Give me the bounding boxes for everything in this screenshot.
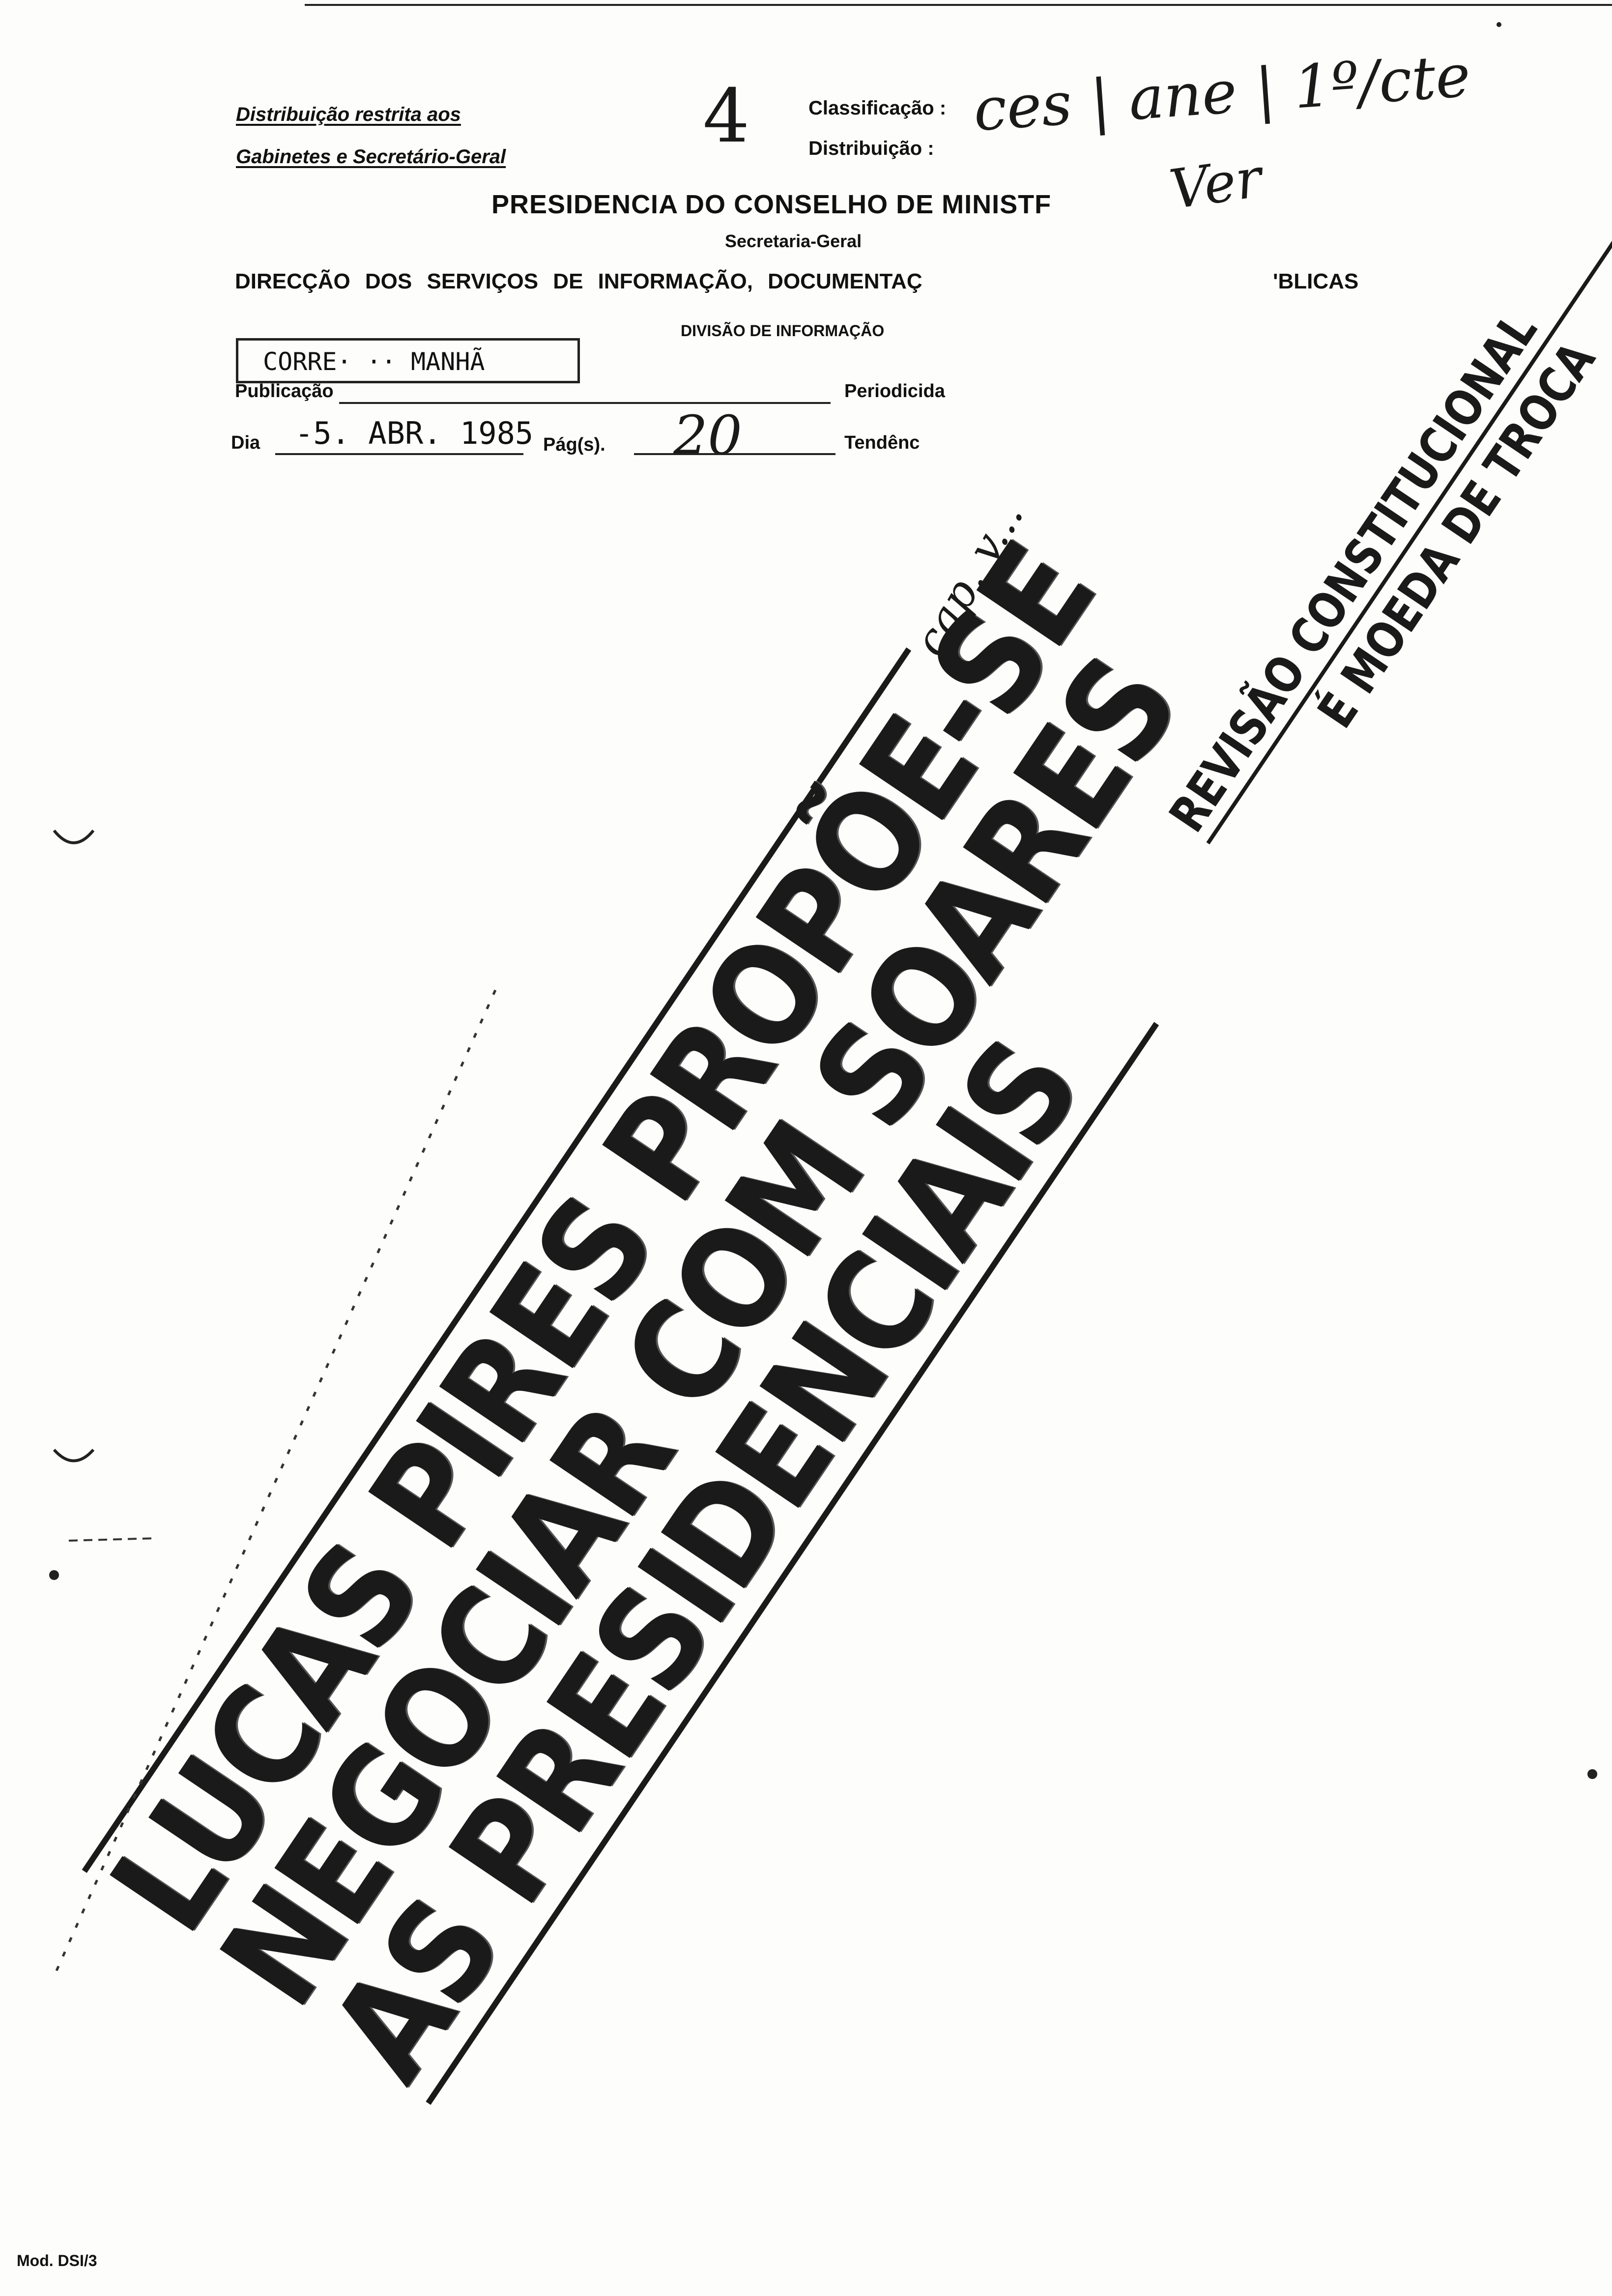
divisao-title: DIVISÃO DE INFORMAÇÃO [681, 322, 885, 340]
pag-label: Pág(s). [543, 434, 605, 455]
publication-stamp: CORRE· ·· MANHÃ [236, 338, 580, 383]
scan-dot-top [1497, 22, 1501, 27]
handwritten-number: 4 [703, 74, 750, 159]
dia-value: -5. ABR. 1985 [295, 415, 534, 451]
pag-line [634, 453, 835, 455]
punch-hole-mark-bottom [53, 1448, 95, 1463]
form-code: Mod. DSI/3 [17, 2252, 97, 2269]
dia-label: Dia [231, 432, 260, 453]
publicacao-label: Publicação [235, 381, 334, 402]
scan-dot-right [1587, 1769, 1597, 1779]
direccao-title: DIRECÇÃO DOS SERVIÇOS DE INFORMAÇÃO, DOC… [235, 269, 922, 293]
scan-dot-left [49, 1570, 59, 1580]
secretaria-title: Secretaria-Geral [725, 231, 862, 251]
scan-dash-mark [68, 1537, 158, 1542]
ministry-title: PRESIDENCIA DO CONSELHO DE MINISTF [491, 190, 1052, 219]
distribution-note: Distribuição restrita aos Gabinetes e Se… [236, 93, 506, 178]
periodicidade-label: Periodicida [844, 381, 945, 402]
punch-hole-mark-top [53, 830, 95, 844]
clipping-cut-line [55, 987, 498, 1972]
distribution-label: Distribuição : [808, 138, 934, 159]
distribution-note-line1: Distribuição restrita aos [236, 104, 461, 125]
classification-label: Classificação : [808, 97, 947, 119]
top-edge-rule [305, 4, 1612, 6]
distribution-note-line2: Gabinetes e Secretário-Geral [236, 146, 506, 168]
publicacao-line [339, 402, 831, 404]
pag-value: 20 [673, 404, 742, 467]
tendencia-label: Tendênc [844, 432, 920, 453]
dia-line [275, 453, 523, 455]
